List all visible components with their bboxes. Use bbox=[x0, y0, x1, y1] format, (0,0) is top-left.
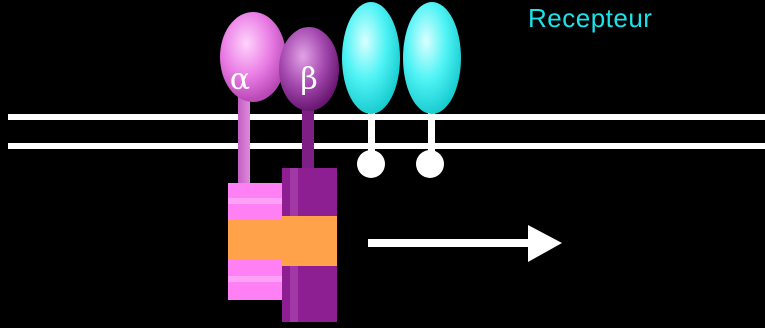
accessory-domain-right bbox=[403, 2, 461, 114]
beta-stem bbox=[302, 100, 314, 168]
alpha-intracellular-domain bbox=[228, 183, 282, 300]
alpha-subunit bbox=[220, 12, 286, 300]
alpha-domain-middle bbox=[228, 220, 282, 260]
beta-domain-highlight bbox=[290, 266, 298, 322]
accessory-anchor-right bbox=[416, 150, 444, 178]
accessory-stem-right bbox=[428, 110, 435, 154]
beta-intracellular-domain bbox=[282, 168, 337, 322]
alpha-domain-stripe bbox=[228, 198, 282, 204]
accessory-stem-left bbox=[368, 110, 375, 154]
right-arrow-icon bbox=[368, 225, 562, 262]
beta-subunit bbox=[279, 27, 339, 322]
cell-membrane bbox=[8, 114, 765, 149]
alpha-stem bbox=[238, 95, 250, 183]
diagram-title: Recepteur bbox=[528, 3, 652, 33]
accessory-domain-left bbox=[342, 2, 400, 114]
alpha-domain-stripe bbox=[228, 276, 282, 282]
beta-extracellular-domain bbox=[279, 27, 339, 111]
accessory-anchor-left bbox=[357, 150, 385, 178]
membrane-outer-line bbox=[8, 114, 765, 120]
alpha-label: α bbox=[230, 62, 250, 97]
beta-label: β bbox=[300, 62, 317, 97]
membrane-inner-line bbox=[8, 143, 765, 149]
accessory-protein-left bbox=[342, 2, 400, 178]
alpha-extracellular-domain bbox=[220, 12, 286, 102]
beta-domain-middle bbox=[282, 216, 337, 266]
beta-domain-highlight bbox=[290, 168, 298, 216]
accessory-protein-right bbox=[403, 2, 461, 178]
